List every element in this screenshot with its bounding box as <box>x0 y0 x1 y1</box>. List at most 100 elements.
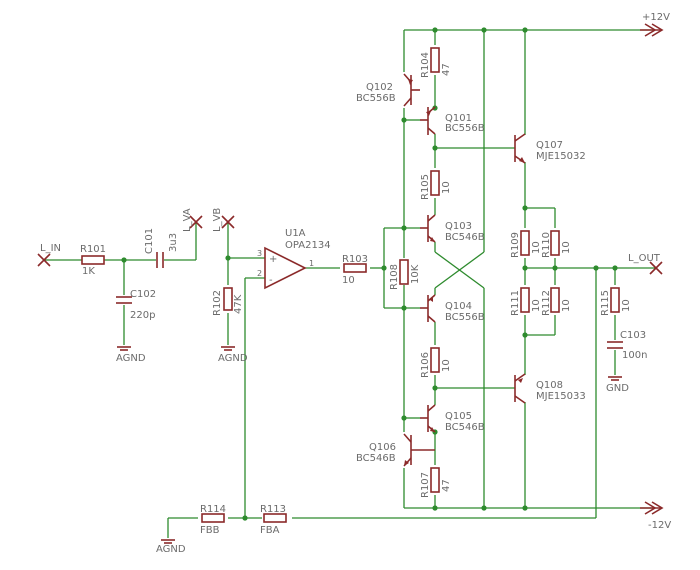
r102-value: 47K <box>233 294 244 314</box>
junction-dot <box>522 332 528 338</box>
ground-r102 <box>221 346 235 351</box>
r113-name: R113 <box>260 504 286 515</box>
resistor-r113 <box>263 513 287 523</box>
q104-name: Q104 <box>445 301 472 312</box>
power-neg-arrow <box>640 501 664 515</box>
transistor-q108 <box>514 373 526 404</box>
resistor-r103 <box>343 263 367 273</box>
agnd-label-3: AGND <box>156 544 186 555</box>
q102-name: Q102 <box>366 82 393 93</box>
resistor-r107 <box>430 467 440 493</box>
resistor-r115 <box>610 287 620 313</box>
r109-value: 10 <box>531 241 542 254</box>
resistor-r110 <box>550 230 560 256</box>
gnd-label: GND <box>606 383 629 394</box>
r106-name: R106 <box>420 352 431 378</box>
opamp-pos-pin: + <box>269 254 277 265</box>
q102-type: BC556B <box>356 93 396 104</box>
c101-value: 3u3 <box>168 233 179 252</box>
junction-dot <box>401 305 407 311</box>
opamp-neg-pin: - <box>269 275 273 286</box>
resistor-r114 <box>201 513 225 523</box>
capacitor-c103 <box>607 341 623 349</box>
junction-dot <box>432 385 438 391</box>
r105-name: R105 <box>420 174 431 200</box>
wires <box>44 29 655 538</box>
junction-dot <box>242 515 248 521</box>
transistor-q105 <box>420 404 436 433</box>
port-va-marker <box>189 215 203 229</box>
transistor-q106 <box>403 433 435 467</box>
c101-name: C101 <box>144 228 155 254</box>
power-neg-label: -12V <box>648 520 671 531</box>
junction-dot <box>522 505 528 511</box>
port-in-marker <box>37 253 51 267</box>
r111-name: R111 <box>510 290 521 316</box>
transistor-q102 <box>403 73 420 107</box>
junction-dot <box>401 117 407 123</box>
junction-dot <box>432 145 438 151</box>
transistor-q104 <box>420 294 436 323</box>
r103-name: R103 <box>342 254 368 265</box>
port-out-marker <box>649 261 663 275</box>
opamp-u1a <box>264 246 307 290</box>
q106-type: BC546B <box>356 453 396 464</box>
c103-value: 100n <box>622 350 647 361</box>
capacitor-c102 <box>116 296 132 304</box>
r110-value: 10 <box>561 241 572 254</box>
resistor-r101 <box>81 255 105 265</box>
q101-type: BC556B <box>445 123 485 134</box>
port-vb-marker <box>221 215 235 229</box>
r112-name: R112 <box>541 290 552 316</box>
q107-name: Q107 <box>536 140 563 151</box>
r101-name: R101 <box>80 244 106 255</box>
r111-value: 10 <box>531 299 542 312</box>
opamp-pin3: 3 <box>257 249 262 258</box>
transistor-q107 <box>514 133 526 164</box>
r108-value: 10K <box>410 264 421 284</box>
agnd-label-1: AGND <box>116 353 146 364</box>
junction-dot <box>121 257 127 263</box>
r114-value: FBB <box>200 525 220 536</box>
r104-value: 47 <box>441 63 452 76</box>
junction-dot <box>432 27 438 33</box>
power-pos-arrow <box>640 23 664 37</box>
q108-name: Q108 <box>536 380 563 391</box>
ground-c103 <box>608 376 622 381</box>
c103-name: C103 <box>620 330 646 341</box>
q105-name: Q105 <box>445 411 472 422</box>
power-pos-label: +12V <box>642 12 670 23</box>
r103-value: 10 <box>342 275 355 286</box>
capacitor-c101 <box>156 252 164 268</box>
c102-name: C102 <box>130 289 156 300</box>
q103-type: BC546B <box>445 232 485 243</box>
r115-value: 10 <box>621 299 632 312</box>
r109-name: R109 <box>510 232 521 258</box>
r107-name: R107 <box>420 472 431 498</box>
junction-dot <box>552 265 558 271</box>
resistor-r111 <box>520 287 530 313</box>
resistor-r108 <box>399 259 409 285</box>
q107-type: MJE15032 <box>536 151 586 162</box>
junction-dot <box>381 265 387 271</box>
r104-name: R104 <box>420 52 431 78</box>
junction-dot <box>522 27 528 33</box>
r106-value: 10 <box>441 359 452 372</box>
q104-type: BC556B <box>445 312 485 323</box>
junction-dot <box>593 265 599 271</box>
junction-dot <box>522 205 528 211</box>
r114-name: R114 <box>200 504 226 515</box>
resistor-r105 <box>430 170 440 196</box>
junction-dot <box>522 265 528 271</box>
junction-dot <box>401 225 407 231</box>
agnd-label-2: AGND <box>218 353 248 364</box>
r112-value: 10 <box>561 299 572 312</box>
q105-type: BC546B <box>445 422 485 433</box>
port-vb-label: L_VB <box>212 208 223 232</box>
q101-name: Q101 <box>445 113 472 124</box>
c102-value: 220p <box>130 310 155 321</box>
resistor-r109 <box>520 230 530 256</box>
junction-dot <box>401 415 407 421</box>
resistor-r106 <box>430 347 440 373</box>
